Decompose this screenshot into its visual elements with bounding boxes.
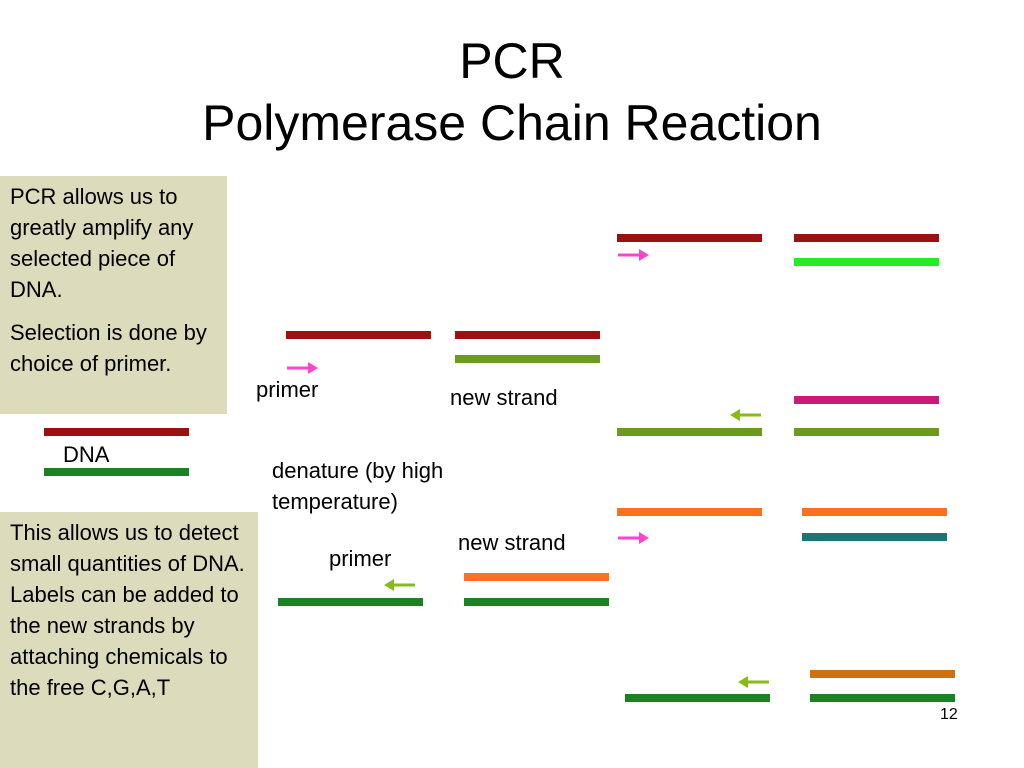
strand-template-b	[455, 331, 600, 339]
strand-template-a	[286, 331, 431, 339]
strand-r1-left	[617, 234, 762, 242]
strand-r4-left	[625, 694, 770, 702]
title-line-1: PCR	[459, 33, 565, 89]
primer-arrow-right-icon	[618, 532, 649, 544]
dna-strand-bottom	[44, 468, 189, 476]
denature-label: denature (by high temperature)	[272, 458, 444, 514]
strand-r3-right-top	[802, 508, 947, 516]
info-box-bottom: This allows us to detect small quantitie…	[0, 512, 258, 768]
strand-r2-left	[617, 428, 762, 436]
strand-r1-right-top	[794, 234, 939, 242]
slide-number: 12	[940, 706, 958, 723]
info-box-top: PCR allows us to greatly amplify any sel…	[0, 176, 227, 414]
new-strand-label-bottom: new strand	[458, 530, 566, 555]
strand-new-orange	[464, 573, 609, 581]
strand-r1-right-bottom	[794, 258, 939, 266]
dna-legend	[44, 428, 189, 476]
strand-new-olive	[455, 355, 600, 363]
strand-template-c	[278, 598, 423, 606]
primer-arrow-right-icon	[287, 362, 318, 374]
primer-arrow-left-icon	[738, 676, 769, 688]
strand-r4-right-top	[810, 670, 955, 678]
strand-r3-left	[617, 508, 762, 516]
info-paragraph-1: PCR allows us to greatly amplify any sel…	[10, 184, 194, 302]
dna-strand-top	[44, 428, 189, 436]
info-paragraph-2: Selection is done by choice of primer.	[10, 320, 207, 376]
strand-r3-right-bottom	[802, 533, 947, 541]
strand-r4-right-bottom	[810, 694, 955, 702]
new-strand-label-top: new strand	[450, 385, 558, 410]
strand-r2-right-top	[794, 396, 939, 404]
primer-arrow-left-icon	[730, 409, 761, 421]
title-line-2: Polymerase Chain Reaction	[202, 95, 822, 151]
primer-arrow-left-icon	[384, 579, 415, 591]
strand-r2-right-bottom	[794, 428, 939, 436]
primer-arrow-right-icon	[618, 249, 649, 261]
slide-title: PCR Polymerase Chain Reaction	[0, 30, 1024, 154]
strand-template-d	[464, 598, 609, 606]
primer-label-top: primer	[256, 377, 319, 402]
info-paragraph-3: This allows us to detect small quantitie…	[10, 520, 245, 700]
dna-label: DNA	[63, 442, 110, 467]
primer-label-bottom: primer	[329, 546, 392, 571]
